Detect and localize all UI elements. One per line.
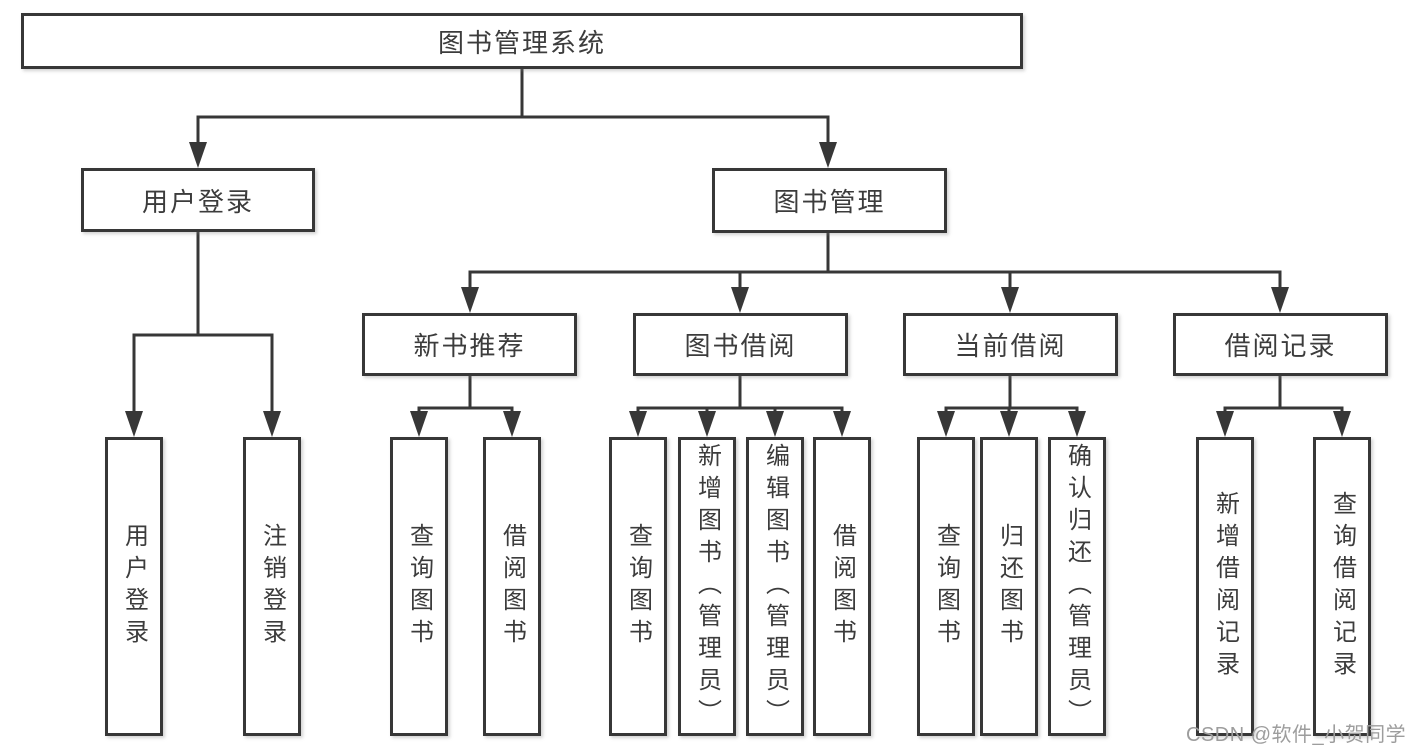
node-label: 图书管理 [773, 187, 886, 217]
arrowhead [1001, 287, 1019, 313]
leaf-query-books-recommend: 查询图书 [390, 437, 448, 736]
node-label: 新增借阅记录 [1211, 490, 1239, 683]
node-label: 新增图书（管理员） [693, 442, 721, 731]
arrowhead [937, 411, 955, 437]
node-label: 注销登录 [258, 522, 286, 651]
node-label: 查询图书 [624, 522, 652, 651]
arrowhead [461, 287, 479, 313]
connector-current-borrow-children [937, 374, 1086, 437]
node-book-borrow: 图书借阅 [633, 313, 848, 376]
arrowhead [410, 411, 428, 437]
arrowhead [698, 411, 716, 437]
arrowhead [1000, 411, 1018, 437]
node-user-login: 用户登录 [81, 168, 315, 232]
arrowhead [1216, 411, 1234, 437]
connector-book-management-children [461, 231, 1289, 313]
arrowhead [1271, 287, 1289, 313]
arrowhead [263, 411, 281, 437]
node-root-system: 图书管理系统 [21, 13, 1023, 69]
leaf-user-login: 用户登录 [105, 437, 163, 736]
node-label: 图书借阅 [684, 331, 797, 361]
node-label: 借阅记录 [1224, 331, 1337, 361]
leaf-query-books-borrow: 查询图书 [609, 437, 667, 736]
arrowhead [1333, 411, 1351, 437]
node-label: 借阅图书 [828, 522, 856, 651]
node-label: 查询图书 [405, 522, 433, 651]
node-book-management: 图书管理 [712, 168, 947, 233]
leaf-return-books: 归还图书 [980, 437, 1038, 736]
leaf-query-books-current: 查询图书 [917, 437, 975, 736]
arrowhead [819, 142, 837, 168]
node-label: 新书推荐 [413, 331, 526, 361]
node-borrow-records: 借阅记录 [1173, 313, 1388, 376]
arrowhead [766, 411, 784, 437]
arrowhead [503, 411, 521, 437]
arrowhead [833, 411, 851, 437]
leaf-borrow-books-recommend: 借阅图书 [483, 437, 541, 736]
leaf-confirm-return-admin: 确认归还（管理员） [1048, 437, 1106, 736]
node-label: 用户登录 [120, 522, 148, 651]
node-label: 借阅图书 [498, 522, 526, 651]
node-label: 归还图书 [995, 522, 1023, 651]
node-new-book-recommend: 新书推荐 [362, 313, 577, 376]
node-label: 确认归还（管理员） [1063, 442, 1091, 731]
leaf-add-book-admin: 新增图书（管理员） [678, 437, 736, 736]
leaf-edit-book-admin: 编辑图书（管理员） [746, 437, 804, 736]
node-label: 图书管理系统 [437, 27, 606, 58]
arrowhead [629, 411, 647, 437]
leaf-borrow-books: 借阅图书 [813, 437, 871, 736]
node-label: 用户登录 [141, 186, 254, 217]
leaf-query-borrow-record: 查询借阅记录 [1313, 437, 1371, 736]
connector-root-to-level2 [189, 67, 837, 168]
csdn-watermark: CSDN @软件_小贺同学 [1186, 724, 1405, 746]
arrowhead [731, 287, 749, 313]
connector-user-login-children [125, 230, 281, 437]
node-label: 查询图书 [932, 522, 960, 651]
connector-book-borrow-children [629, 374, 851, 437]
connector-borrow-records-children [1216, 374, 1351, 437]
node-current-borrow: 当前借阅 [903, 313, 1118, 376]
connector-new-book-children [410, 374, 521, 437]
arrowhead [125, 411, 143, 437]
arrowhead [189, 142, 207, 168]
leaf-logout: 注销登录 [243, 437, 301, 736]
arrowhead [1068, 411, 1086, 437]
node-label: 编辑图书（管理员） [761, 442, 789, 731]
node-label: 当前借阅 [954, 331, 1067, 361]
node-label: 查询借阅记录 [1328, 490, 1356, 683]
leaf-add-borrow-record: 新增借阅记录 [1196, 437, 1254, 736]
